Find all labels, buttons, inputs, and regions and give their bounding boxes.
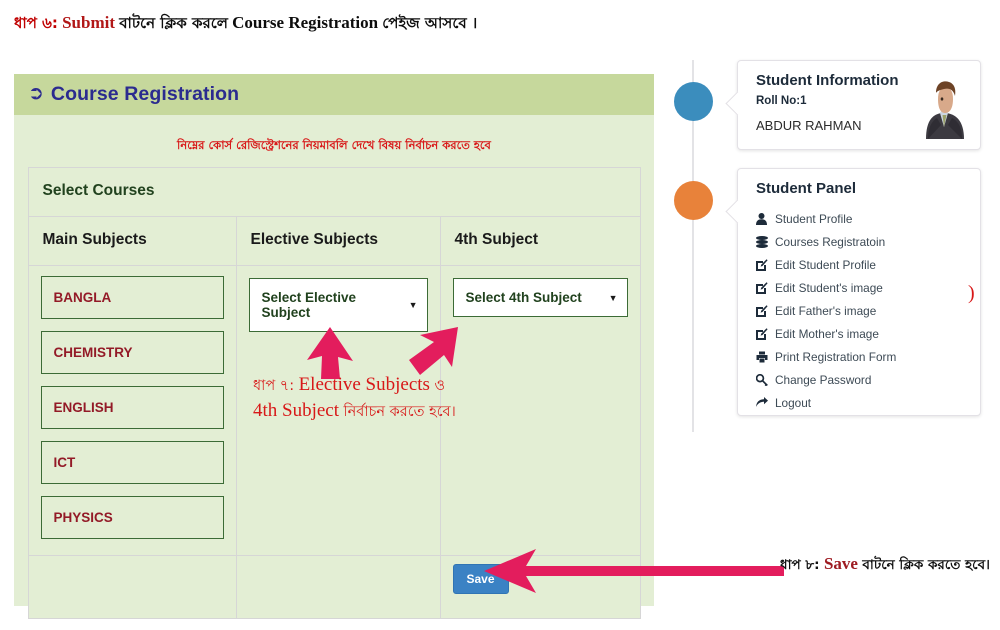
student-panel-card: Student Panel Student Profile Courses Re… bbox=[725, 168, 981, 416]
panel-body: নিম্নের কোর্স রেজিস্ট্রেশনের নিয়মাবলি দ… bbox=[14, 115, 654, 619]
menu-item-label: Print Registration Form bbox=[775, 349, 897, 364]
menu-item-edit-student-profile[interactable]: Edit Student Profile bbox=[756, 253, 970, 276]
arrow-to-save-button bbox=[484, 549, 784, 593]
step7-annotation: ধাপ ৭: Elective Subjects ও 4th Subject ন… bbox=[253, 372, 553, 423]
subject-item-physics[interactable]: PHYSICS bbox=[40, 496, 224, 539]
table-header-row: Main Subjects Elective Subjects 4th Subj… bbox=[27, 216, 641, 266]
menu-item-edit-students-image[interactable]: Edit Student's image bbox=[756, 276, 970, 299]
menu-item-label: Edit Student's image bbox=[775, 280, 883, 295]
step7-line-1: ধাপ ৭: Elective Subjects ও bbox=[253, 372, 553, 398]
student-information-card: Student Information Roll No:1 ABDUR RAHM… bbox=[725, 60, 981, 150]
menu-item-label: Student Profile bbox=[775, 211, 853, 226]
key-icon bbox=[756, 373, 771, 386]
menu-item-label: Logout bbox=[775, 395, 812, 410]
avatar bbox=[918, 69, 970, 139]
step8-annotation: ধাপ ৮: Save বাটনে ক্লিক করতে হবে। bbox=[780, 552, 995, 577]
menu-item-student-profile[interactable]: Student Profile bbox=[756, 207, 970, 230]
page-title: Course Registration bbox=[50, 83, 240, 105]
menu-item-logout[interactable]: Logout bbox=[756, 391, 970, 414]
step6-course-word: Course Registration bbox=[232, 13, 379, 32]
timeline-dot-student-panel bbox=[674, 181, 713, 220]
edit-square-icon bbox=[756, 281, 771, 294]
edit-square-icon bbox=[756, 304, 771, 317]
step7-latin-2: 4th Subject bbox=[253, 399, 340, 421]
arrow-to-elective-select bbox=[307, 327, 353, 379]
step6-annotation: ধাপ ৬: Submit বাটনে ক্লিক করলে Course Re… bbox=[14, 12, 477, 37]
chevron-down-icon: ▼ bbox=[608, 292, 618, 303]
card-beak bbox=[725, 199, 750, 224]
step7-suffix: নির্বাচন করতে হবে। bbox=[343, 403, 456, 420]
table-save-row: Save bbox=[27, 555, 641, 619]
menu-item-edit-fathers-image[interactable]: Edit Father's image bbox=[756, 299, 970, 322]
fourth-subject-select[interactable]: Select 4th Subject ▼ bbox=[452, 278, 628, 317]
step6-suffix: পেইজ আসবে । bbox=[382, 14, 478, 32]
step6-prefix: ধাপ ৬: bbox=[14, 14, 58, 32]
menu-item-print-registration-form[interactable]: Print Registration Form bbox=[756, 345, 970, 368]
step7-prefix: ধাপ ৭: bbox=[253, 378, 295, 394]
timeline-line bbox=[692, 60, 694, 432]
main-subjects-cell: BANGLA CHEMISTRY ENGLISH ICT PHYSICS bbox=[27, 265, 237, 556]
subject-item-ict[interactable]: ICT bbox=[40, 441, 224, 484]
elective-subject-select[interactable]: Select Elective Subject ▼ bbox=[248, 278, 428, 332]
timeline-dot-student-information bbox=[674, 82, 713, 121]
arrow-to-fourth-select bbox=[409, 327, 458, 375]
step8-prefix: ধাপ ৮: bbox=[780, 557, 820, 573]
printer-icon bbox=[756, 351, 771, 363]
edit-square-icon bbox=[756, 327, 771, 340]
stack-icon bbox=[756, 235, 771, 248]
courses-table: Select Courses Main Subjects Elective Su… bbox=[27, 167, 641, 619]
fourth-subject-cell: Select 4th Subject ▼ bbox=[439, 265, 641, 556]
menu-item-label: Edit Father's image bbox=[775, 303, 877, 318]
save-row-spacer-2 bbox=[235, 555, 441, 619]
elective-subject-selected-value: Select Elective Subject bbox=[261, 290, 357, 320]
student-information-title: Student Information bbox=[756, 72, 899, 89]
step7-line-2: 4th Subject নির্বাচন করতে হবে। bbox=[253, 398, 553, 424]
menu-item-edit-mothers-image[interactable]: Edit Mother's image bbox=[756, 322, 970, 345]
sign-in-arrow-icon: ➲ bbox=[28, 83, 44, 104]
user-icon bbox=[756, 212, 771, 225]
edge-bracket-mark: ) bbox=[968, 282, 975, 304]
step6-middle: বাটনে ক্লিক করলে bbox=[119, 14, 228, 32]
panel-header: ➲ Course Registration bbox=[14, 74, 654, 115]
step8-save-word: Save bbox=[823, 554, 858, 573]
sign-out-icon bbox=[756, 396, 771, 409]
save-row-spacer-1 bbox=[27, 555, 237, 619]
step7-conjunction: ও bbox=[434, 378, 446, 394]
step6-submit-word: Submit bbox=[62, 13, 116, 32]
menu-item-label: Edit Student Profile bbox=[775, 257, 876, 272]
chevron-down-icon: ▼ bbox=[408, 300, 418, 310]
column-header-main-subjects: Main Subjects bbox=[27, 216, 237, 266]
table-caption-row: Select Courses bbox=[27, 167, 641, 217]
menu-item-label: Edit Mother's image bbox=[775, 326, 879, 341]
step7-latin-1: Elective Subjects bbox=[298, 374, 430, 395]
column-header-4th-subject: 4th Subject bbox=[439, 216, 641, 266]
step8-suffix: বাটনে ক্লিক করতে হবে। bbox=[862, 557, 990, 573]
fourth-subject-selected-value: Select 4th Subject bbox=[465, 290, 582, 305]
menu-item-courses-registration[interactable]: Courses Registratoin bbox=[756, 230, 970, 253]
menu-item-change-password[interactable]: Change Password bbox=[756, 368, 970, 391]
course-registration-panel: ➲ Course Registration নিম্নের কোর্স রেজি… bbox=[14, 74, 654, 619]
student-panel-menu: Student Profile Courses Registratoin Edi… bbox=[756, 207, 970, 414]
column-header-elective-subjects: Elective Subjects bbox=[235, 216, 441, 266]
menu-item-label: Courses Registratoin bbox=[775, 234, 886, 249]
student-name: ABDUR RAHMAN bbox=[756, 118, 862, 133]
subject-item-english[interactable]: ENGLISH bbox=[40, 386, 224, 429]
menu-item-label: Change Password bbox=[775, 372, 872, 387]
subject-item-bangla[interactable]: BANGLA bbox=[40, 276, 224, 319]
edit-square-icon bbox=[756, 258, 771, 271]
student-panel-title: Student Panel bbox=[756, 180, 857, 197]
registration-notice: নিম্নের কোর্স রেজিস্ট্রেশনের নিয়মাবলি দ… bbox=[177, 138, 491, 152]
student-roll-number: Roll No:1 bbox=[756, 95, 807, 107]
select-courses-caption: Select Courses bbox=[27, 167, 641, 217]
card-beak bbox=[725, 91, 750, 116]
subject-item-chemistry[interactable]: CHEMISTRY bbox=[40, 331, 224, 374]
